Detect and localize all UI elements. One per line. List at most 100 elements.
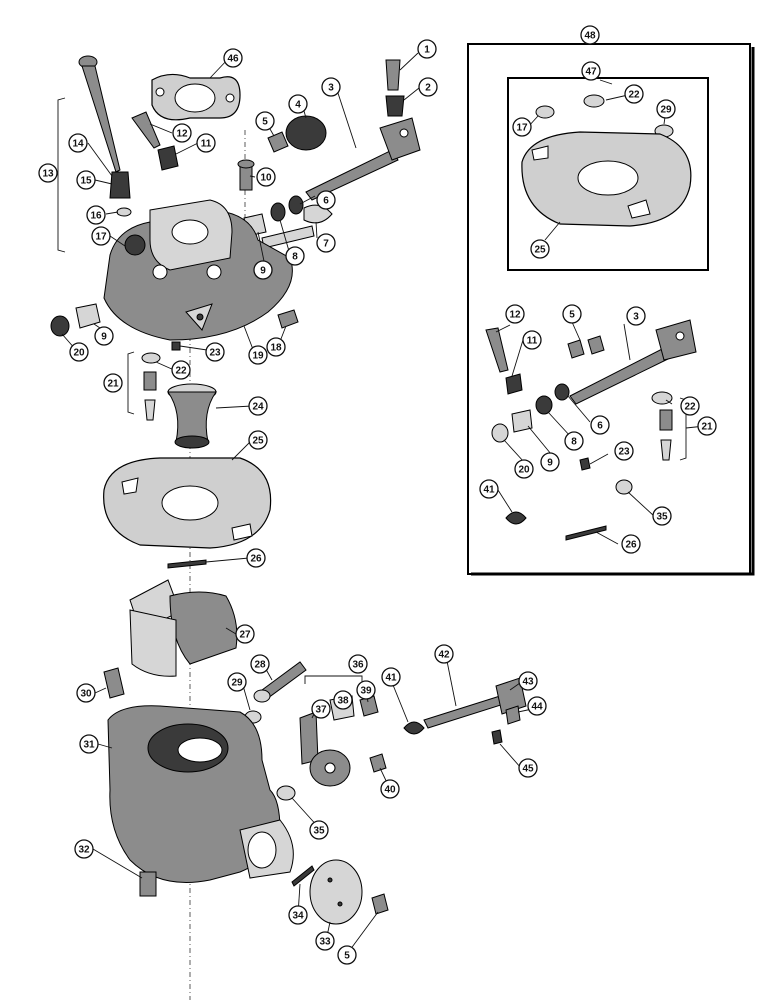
svg-text:29: 29 xyxy=(231,678,243,689)
kit-bushing xyxy=(535,395,553,415)
svg-text:14: 14 xyxy=(72,139,84,150)
svg-text:11: 11 xyxy=(527,336,538,347)
svg-text:23: 23 xyxy=(209,348,221,359)
bushing xyxy=(276,785,296,801)
callout-12: 12 xyxy=(172,123,192,143)
washer xyxy=(535,105,555,119)
callout-34: 34 xyxy=(288,905,308,925)
svg-text:5: 5 xyxy=(262,117,268,128)
svg-text:35: 35 xyxy=(656,512,668,523)
callout-10: 10 xyxy=(256,167,276,187)
svg-text:26: 26 xyxy=(250,554,262,565)
gasket-kit-frame xyxy=(507,77,709,271)
callout-4: 4 xyxy=(288,94,308,114)
callout-17-kit: 17 xyxy=(512,117,532,137)
svg-text:20: 20 xyxy=(518,465,530,476)
callout-17: 17 xyxy=(91,226,111,246)
washer xyxy=(116,207,132,217)
svg-text:40: 40 xyxy=(384,785,396,796)
callout-9-kit: 9 xyxy=(540,452,560,472)
callout-7: 7 xyxy=(316,233,336,253)
kit-bushing xyxy=(615,479,633,495)
svg-text:3: 3 xyxy=(633,312,639,323)
valve-seat xyxy=(143,371,157,391)
callout-25: 25 xyxy=(248,430,268,450)
svg-text:43: 43 xyxy=(522,677,534,688)
svg-text:19: 19 xyxy=(252,351,264,362)
callout-6: 6 xyxy=(316,190,336,210)
washer xyxy=(141,352,161,364)
svg-text:8: 8 xyxy=(292,252,298,263)
callout-8-kit: 8 xyxy=(564,431,584,451)
svg-text:11: 11 xyxy=(201,139,212,150)
callout-20: 20 xyxy=(69,342,89,362)
svg-text:47: 47 xyxy=(585,67,597,78)
kit-seal xyxy=(554,383,570,401)
callout-26-kit: 26 xyxy=(621,534,641,554)
callout-38: 38 xyxy=(333,690,353,710)
svg-text:25: 25 xyxy=(252,436,264,447)
bushing xyxy=(50,315,70,337)
callout-5b: 5 xyxy=(337,945,357,965)
lever-screw xyxy=(369,753,387,773)
svg-text:28: 28 xyxy=(254,660,266,671)
callout-24: 24 xyxy=(248,396,268,416)
svg-text:9: 9 xyxy=(260,266,266,277)
callout-18: 18 xyxy=(266,337,286,357)
svg-text:33: 33 xyxy=(319,937,331,948)
return-spring xyxy=(403,721,425,735)
kit-float-valve xyxy=(660,439,672,461)
svg-text:20: 20 xyxy=(73,348,85,359)
screw-spring xyxy=(157,145,179,171)
callout-35-kit: 35 xyxy=(652,506,672,526)
callout-13: 13 xyxy=(38,163,58,183)
plug xyxy=(171,341,181,351)
svg-text:12: 12 xyxy=(509,310,521,321)
shaft-seal xyxy=(288,195,304,215)
svg-text:42: 42 xyxy=(438,650,450,661)
svg-text:32: 32 xyxy=(78,845,90,856)
svg-text:18: 18 xyxy=(270,343,282,354)
svg-text:38: 38 xyxy=(337,696,349,707)
svg-text:5: 5 xyxy=(569,310,575,321)
callout-9b: 9 xyxy=(94,326,114,346)
callout-6-kit: 6 xyxy=(590,415,610,435)
svg-text:25: 25 xyxy=(534,245,546,256)
callout-29-kit: 29 xyxy=(656,99,676,119)
callout-5-kit: 5 xyxy=(562,304,582,324)
kit-screw xyxy=(587,335,605,355)
svg-text:22: 22 xyxy=(628,90,640,101)
callout-42: 42 xyxy=(434,644,454,664)
callout-48: 48 xyxy=(580,25,600,45)
svg-text:46: 46 xyxy=(227,54,239,65)
svg-text:21: 21 xyxy=(107,379,119,390)
callout-27: 27 xyxy=(235,624,255,644)
bracket-21 xyxy=(127,351,135,415)
callout-36: 36 xyxy=(348,654,368,674)
callout-14: 14 xyxy=(68,133,88,153)
bushing xyxy=(270,202,286,222)
flange-gasket xyxy=(151,73,241,121)
kit-bushing-sleeve xyxy=(511,409,533,433)
choke-plate xyxy=(285,115,327,151)
bowl-gasket xyxy=(103,457,272,549)
kit-throttle-stop-screw xyxy=(485,327,509,373)
idle-needle xyxy=(78,55,121,173)
callout-19: 19 xyxy=(248,345,268,365)
svg-text:15: 15 xyxy=(80,176,92,187)
kit-bowl-gasket xyxy=(521,131,692,227)
svg-text:29: 29 xyxy=(660,105,672,116)
svg-text:7: 7 xyxy=(323,239,329,250)
kit-choke-shaft xyxy=(569,319,697,405)
svg-text:9: 9 xyxy=(547,458,553,469)
callout-29: 29 xyxy=(227,672,247,692)
callout-9: 9 xyxy=(253,260,273,280)
callout-1: 1 xyxy=(417,39,437,59)
callout-33: 33 xyxy=(315,931,335,951)
body-plug xyxy=(103,667,125,699)
svg-text:37: 37 xyxy=(315,705,327,716)
svg-text:30: 30 xyxy=(80,689,92,700)
lever-clamp-screw xyxy=(505,705,521,725)
svg-text:22: 22 xyxy=(684,402,696,413)
